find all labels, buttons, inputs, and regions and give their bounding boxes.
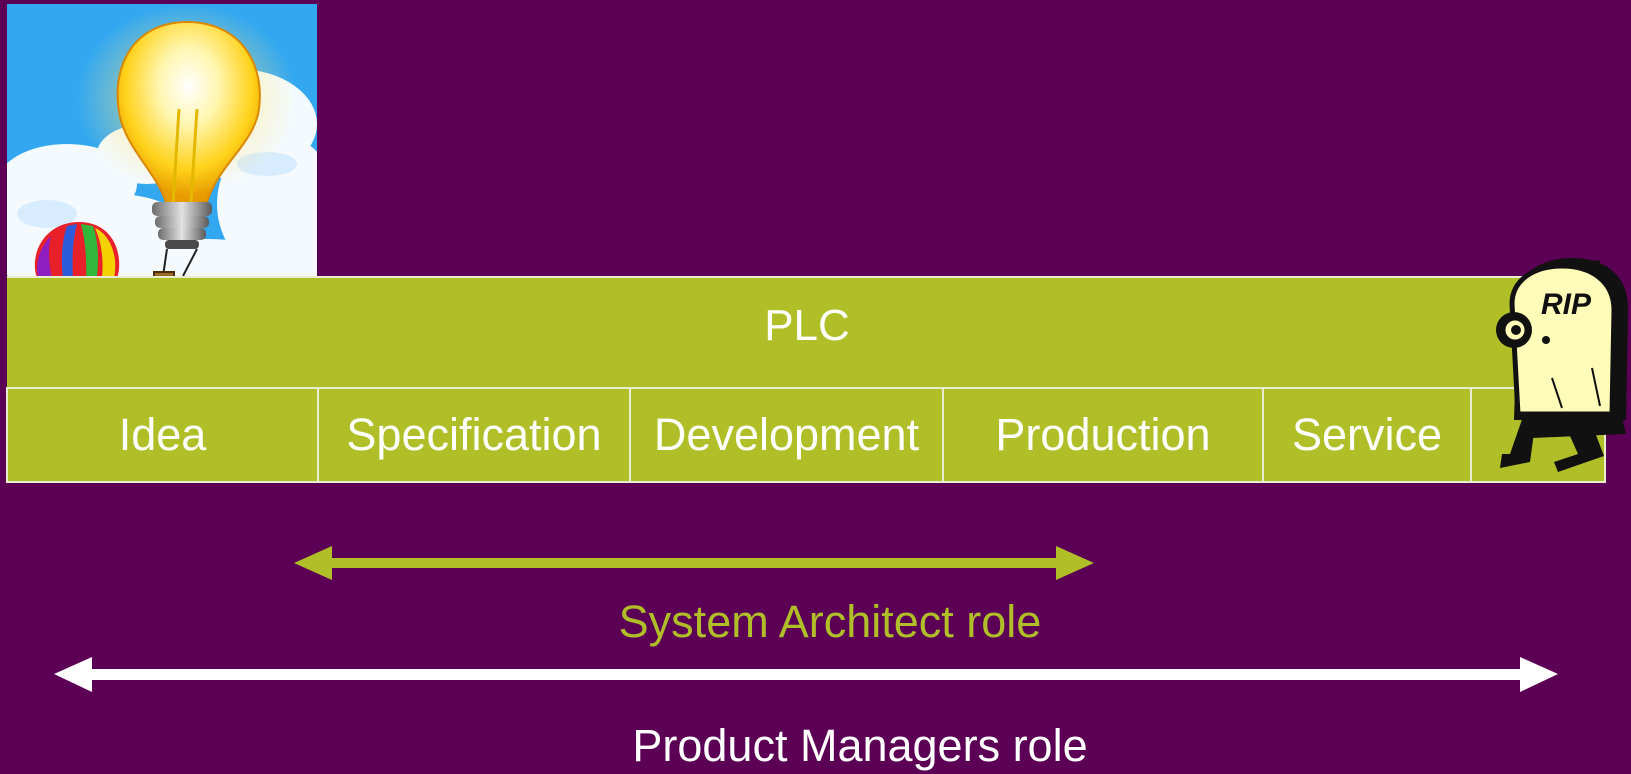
phase-idea: Idea xyxy=(8,389,319,481)
phase-development: Development xyxy=(631,389,944,481)
system-architect-arrow-icon xyxy=(294,546,1094,580)
product-managers-role-label: Product Managers role xyxy=(632,720,1088,771)
tombstone-text: RIP xyxy=(1541,288,1592,321)
system-architect-role-label: System Architect role xyxy=(618,596,1042,647)
plc-label: PLC xyxy=(764,301,850,350)
phase-production: Production xyxy=(944,389,1264,481)
phase-specification: Specification xyxy=(319,389,631,481)
tombstone-icon: RIP xyxy=(1496,258,1628,472)
product-managers-arrow-icon xyxy=(54,657,1558,692)
walking-tombstone-illustration: RIP xyxy=(1492,258,1631,476)
plc-band xyxy=(7,276,1605,388)
phase-service: Service xyxy=(1264,389,1472,481)
